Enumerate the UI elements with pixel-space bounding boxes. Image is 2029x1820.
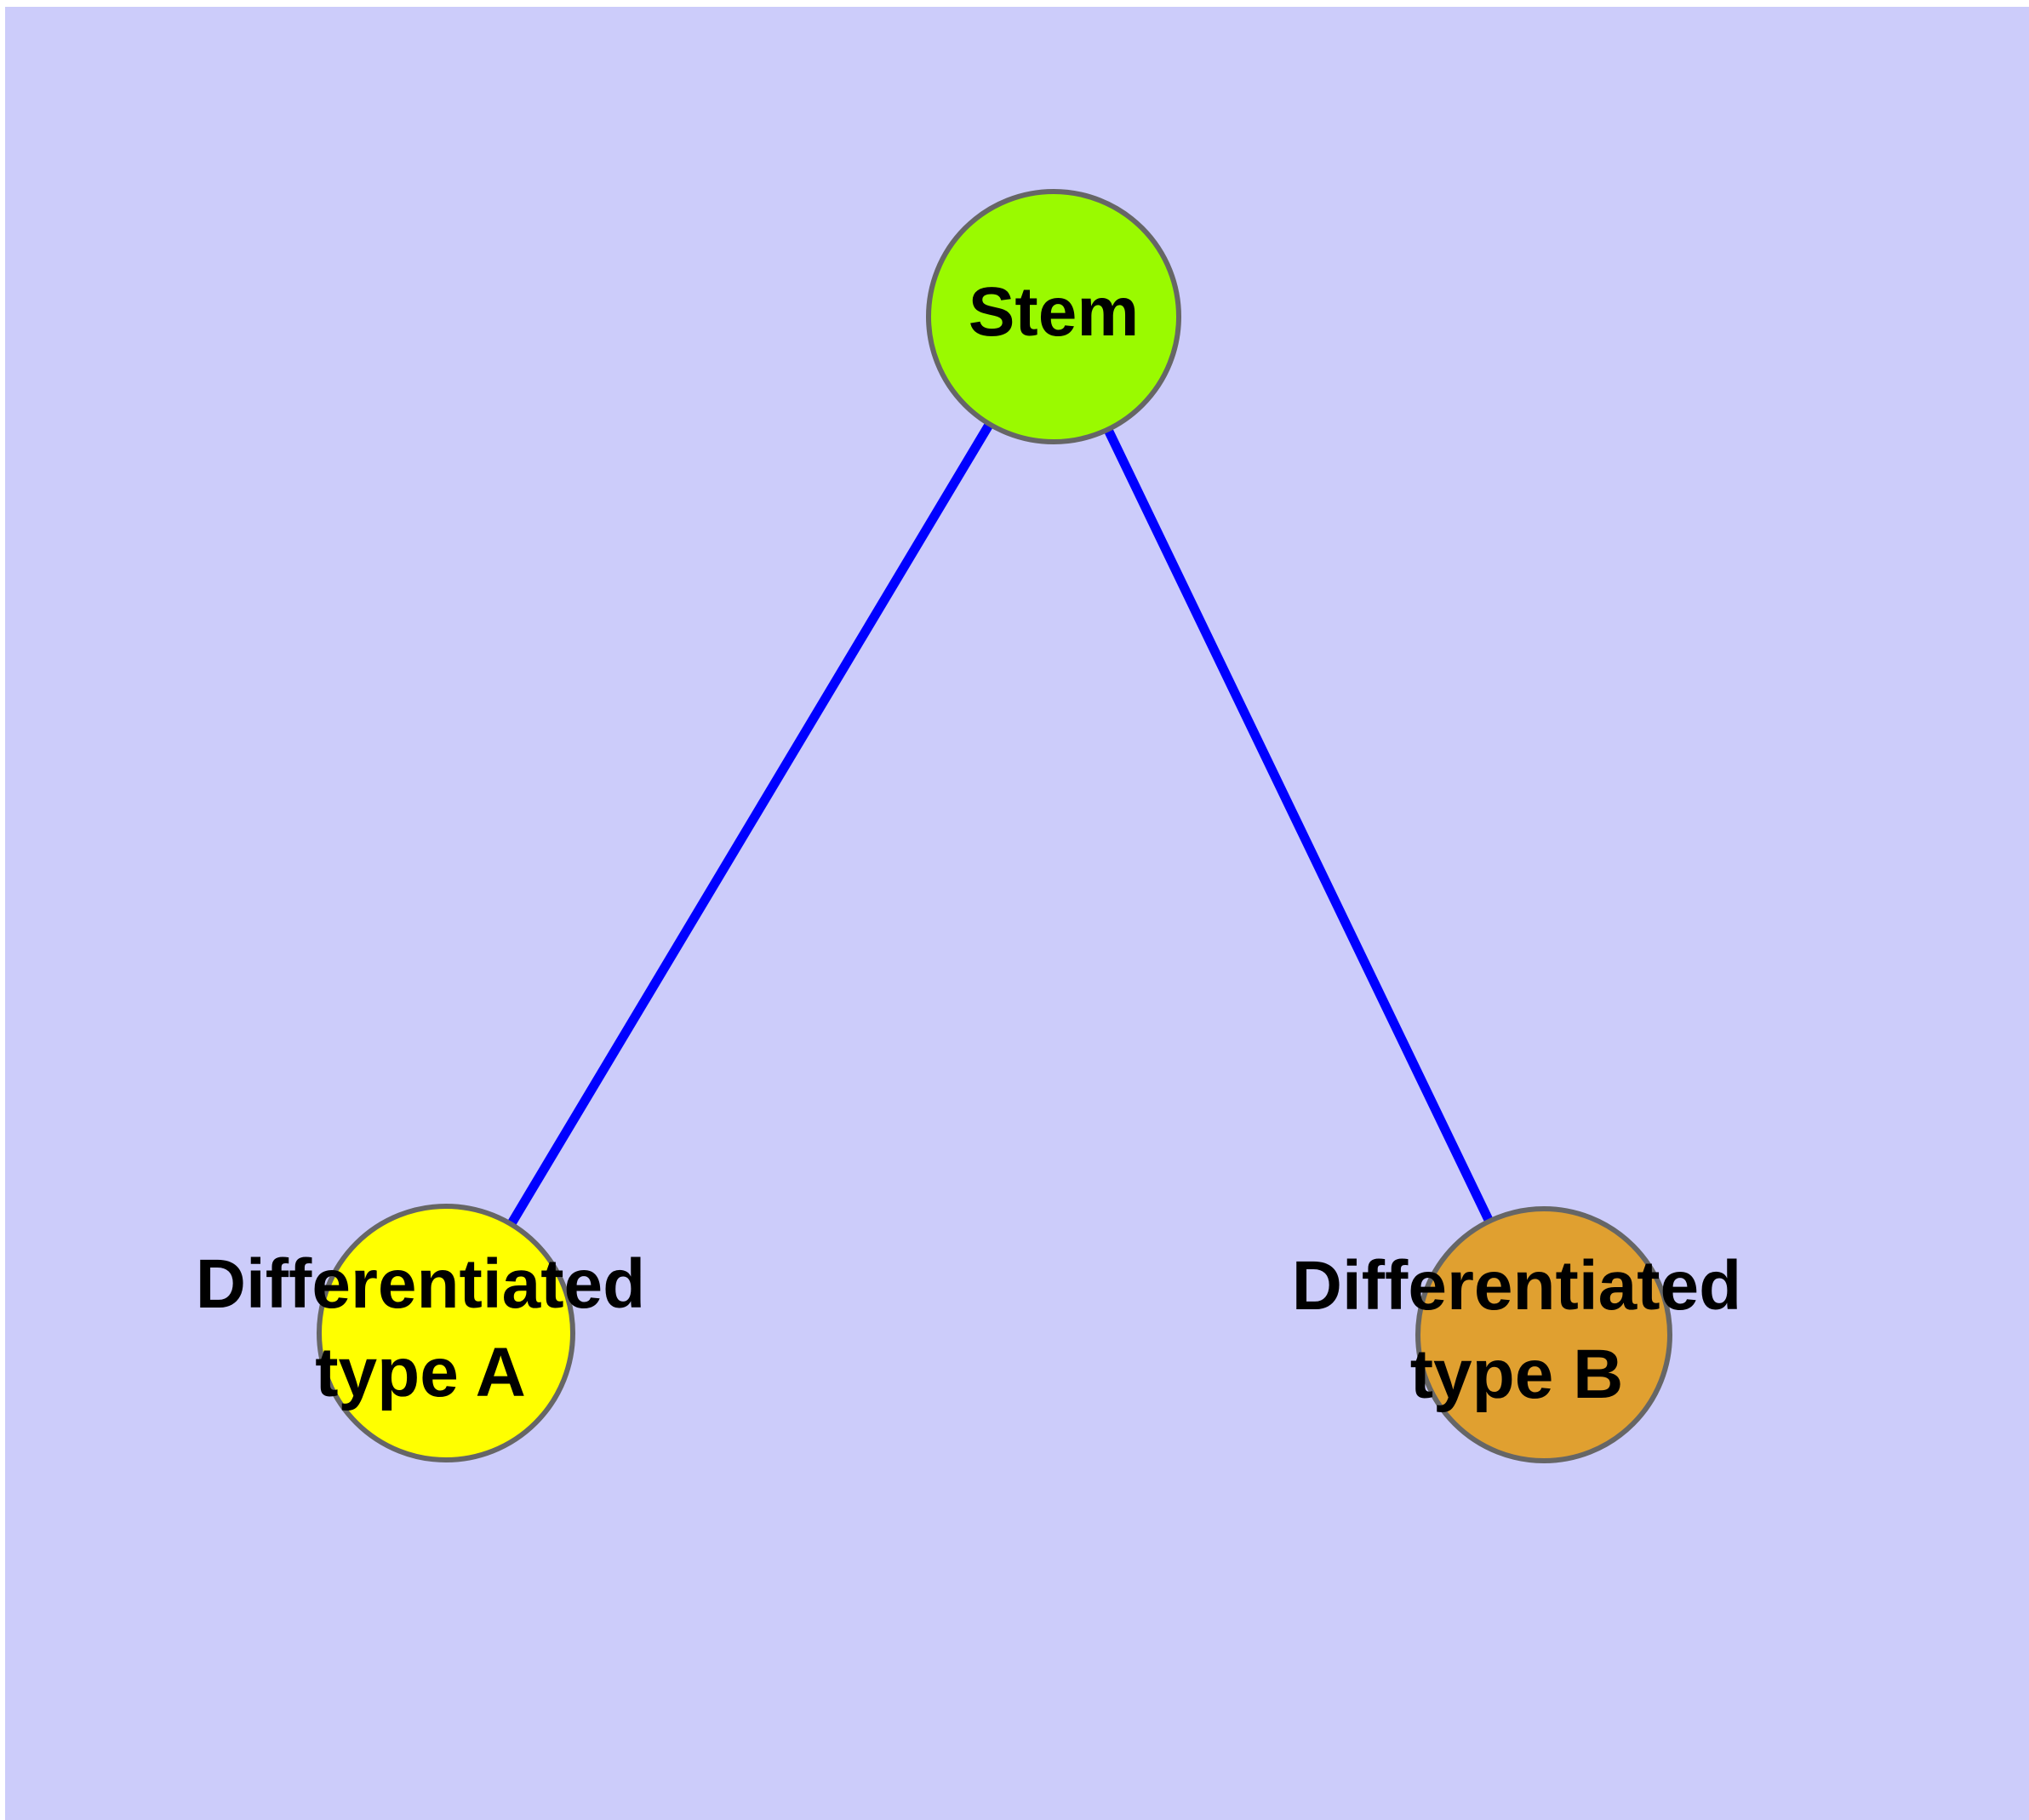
graph-node-label-stem: Stem xyxy=(969,273,1140,351)
label-line: Differentiated xyxy=(1292,1247,1742,1325)
label-line: Stem xyxy=(969,273,1140,351)
graph-node-label-diff_a: Differentiated type A xyxy=(196,1245,646,1411)
graph-node-diff_a[interactable] xyxy=(317,1204,575,1462)
node-layer xyxy=(317,189,1672,1463)
edge-layer xyxy=(507,422,1494,1227)
label-line: type B xyxy=(1410,1336,1624,1413)
graph-edge-stem-diff_b xyxy=(1104,427,1494,1223)
graph-node-diff_b[interactable] xyxy=(1415,1206,1672,1463)
label-line: Differentiated xyxy=(196,1245,646,1323)
graph-node-stem[interactable] xyxy=(926,189,1181,444)
graph-node-label-diff_b: Differentiated type B xyxy=(1292,1247,1742,1413)
label-line: type A xyxy=(315,1334,526,1411)
graph-edge-stem-diff_a xyxy=(507,422,993,1227)
